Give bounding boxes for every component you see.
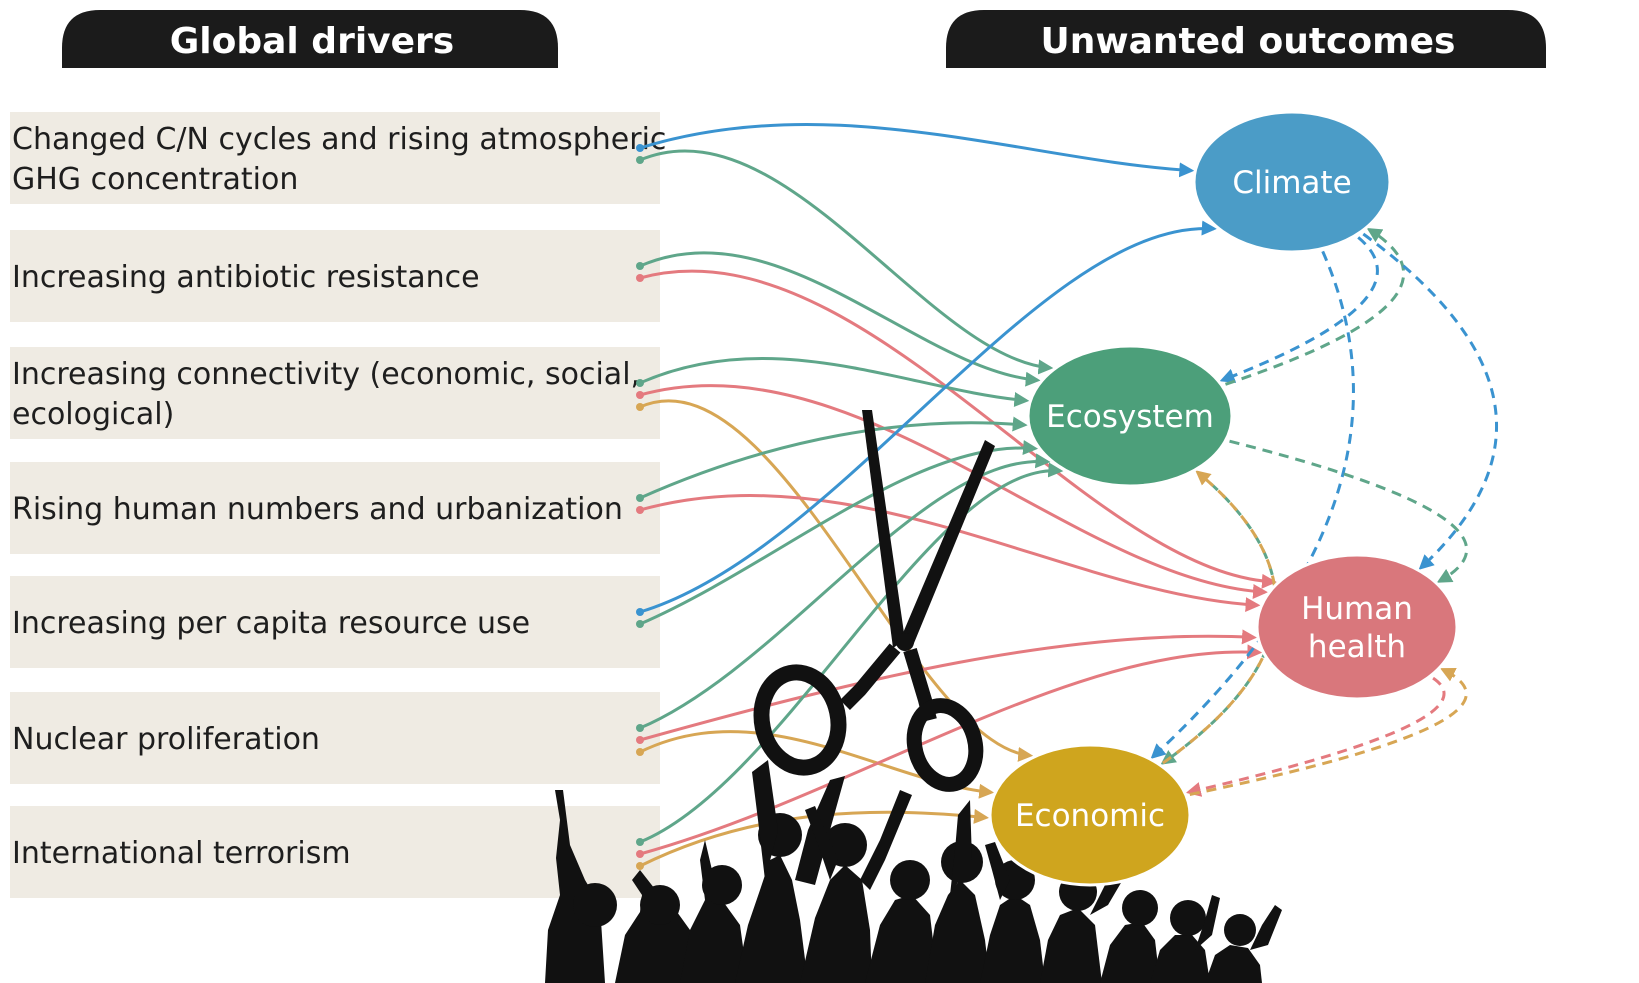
link-pop-to-health xyxy=(639,494,1261,613)
link-origin-dot xyxy=(636,850,644,858)
outcome-climate: Climate xyxy=(1192,110,1392,254)
outcomes-header: Unwanted outcomes xyxy=(946,10,1546,68)
driver-label-line: GHG concentration xyxy=(12,162,298,197)
link-ter-to-ecosystem xyxy=(639,462,1064,844)
illustration xyxy=(545,410,1282,983)
outcome-economic-ellipse xyxy=(988,743,1192,887)
feedback-ecosystem-to-climate xyxy=(1224,227,1406,386)
driver-box xyxy=(10,806,660,898)
driver-box xyxy=(10,462,660,554)
driver-cn: Changed C/N cycles and rising atmospheri… xyxy=(10,112,666,204)
outcomes-header-pill xyxy=(946,10,1546,68)
driver-ter: International terrorism xyxy=(10,806,660,898)
driver-label-line: Increasing antibiotic resistance xyxy=(12,260,480,295)
link-origin-dot xyxy=(636,494,644,502)
feedback-climate-to-health xyxy=(1362,232,1498,570)
driver-box xyxy=(10,692,660,784)
drivers-header-title: Global drivers xyxy=(170,21,454,62)
driver-label-line: ecological) xyxy=(12,397,174,432)
driver-box xyxy=(10,112,660,204)
link-ter-to-health xyxy=(639,644,1263,856)
link-origin-dot xyxy=(636,506,644,514)
link-origin-dot xyxy=(636,862,644,870)
link-origin-dot xyxy=(636,748,644,756)
cheering-crowd-silhouette xyxy=(545,760,1282,983)
outcome-label: Human xyxy=(1301,591,1413,627)
feedback-climate-to-ecosystem xyxy=(1219,236,1379,383)
driver-label-line: Nuclear proliferation xyxy=(12,722,320,757)
outcomes-header-title: Unwanted outcomes xyxy=(1041,21,1456,62)
driver-label-line: Increasing connectivity (economic, socia… xyxy=(12,357,640,392)
feedback-ecosystem-to-health xyxy=(1229,439,1469,583)
drivers-header: Global drivers xyxy=(62,10,558,68)
driver-label-line: Rising human numbers and urbanization xyxy=(12,492,623,527)
link-origin-dot xyxy=(636,391,644,399)
feedback-health-to-economic xyxy=(1185,676,1446,797)
link-origin-dot xyxy=(636,262,644,270)
driver-box xyxy=(10,230,660,322)
driver-box xyxy=(10,576,660,668)
scissors-icon xyxy=(753,410,995,792)
link-abx-to-ecosystem xyxy=(639,251,1041,387)
driver-label-line: Changed C/N cycles and rising atmospheri… xyxy=(12,122,666,157)
link-origin-dot xyxy=(636,379,644,387)
link-res-to-climate xyxy=(639,220,1217,614)
link-conn-to-ecosystem xyxy=(639,356,1030,407)
link-origin-dot xyxy=(636,724,644,732)
link-origin-dot xyxy=(636,403,644,411)
link-cn-to-climate xyxy=(639,122,1195,178)
link-origin-dot xyxy=(636,608,644,616)
driver-nuc: Nuclear proliferation xyxy=(10,692,660,784)
link-pop-to-ecosystem xyxy=(639,416,1028,500)
link-nuc-to-ecosystem xyxy=(639,453,1051,730)
outcome-ecosystem: Ecosystem xyxy=(1026,344,1234,488)
feedback-climate-to-economic xyxy=(1150,250,1355,759)
link-cn-to-ecosystem xyxy=(639,149,1054,375)
driver-box xyxy=(10,347,660,439)
outcome-climate-ellipse xyxy=(1192,110,1392,254)
links xyxy=(636,122,1498,870)
outcome-ecosystem-ellipse xyxy=(1026,344,1234,488)
driver-list: Changed C/N cycles and rising atmospheri… xyxy=(10,112,666,898)
outcome-economic: Economic xyxy=(988,743,1192,887)
driver-res: Increasing per capita resource use xyxy=(10,576,660,668)
link-origin-dot xyxy=(636,156,644,164)
link-origin-dot xyxy=(636,838,644,846)
link-origin-dot xyxy=(636,620,644,628)
driver-conn: Increasing connectivity (economic, socia… xyxy=(10,347,660,439)
driver-label-line: International terrorism xyxy=(12,836,351,871)
driver-label-line: Increasing per capita resource use xyxy=(12,606,530,641)
outcome-label: Ecosystem xyxy=(1046,399,1214,435)
link-conn-to-health xyxy=(639,384,1268,599)
link-origin-dot xyxy=(636,144,644,152)
link-origin-dot xyxy=(636,274,644,282)
link-nuc-to-health xyxy=(639,629,1258,742)
link-abx-to-health xyxy=(639,269,1277,589)
outcome-health-ellipse xyxy=(1255,553,1459,701)
drivers-header-pill xyxy=(62,10,558,68)
driver-abx: Increasing antibiotic resistance xyxy=(10,230,660,322)
outcome-label: health xyxy=(1308,629,1406,665)
outcome-label: Economic xyxy=(1015,798,1165,834)
feedback-economic-to-health xyxy=(1189,668,1468,796)
outcome-label: Climate xyxy=(1232,165,1351,201)
driver-pop: Rising human numbers and urbanization xyxy=(10,462,660,554)
link-origin-dot xyxy=(636,736,644,744)
